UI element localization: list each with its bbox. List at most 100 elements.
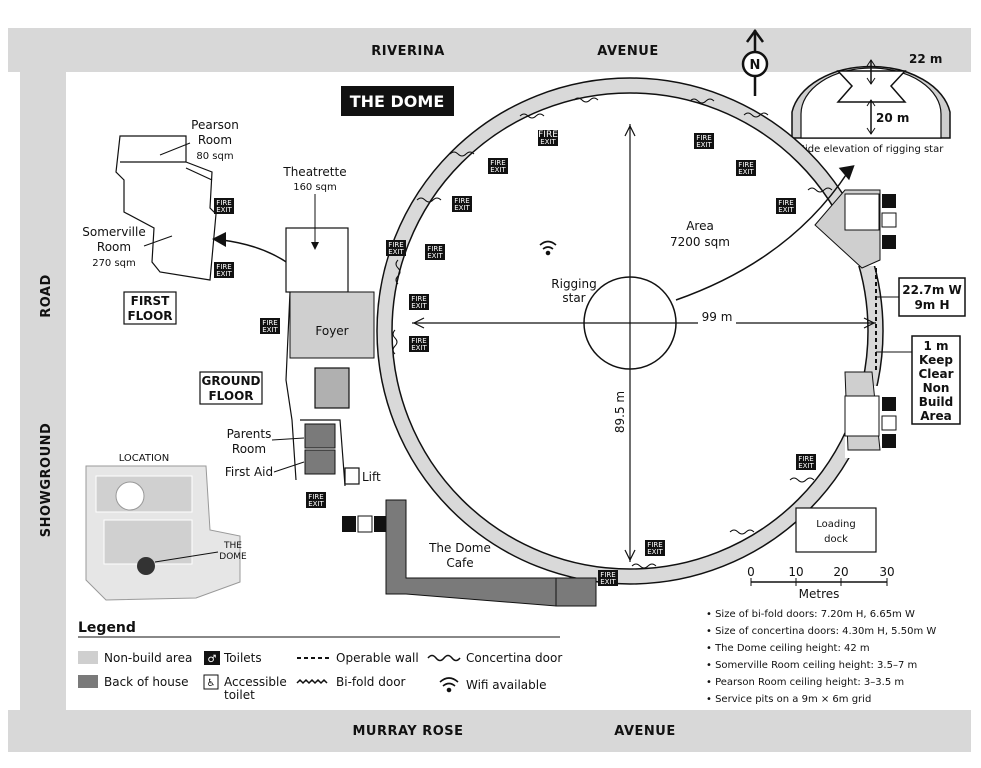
lift-label: Lift xyxy=(362,470,381,484)
svg-text:EXIT: EXIT xyxy=(308,500,324,508)
cafe-label-2: Cafe xyxy=(446,556,473,570)
pearson-room-label: Pearson xyxy=(191,118,239,132)
door-size-box xyxy=(898,277,966,317)
theatrette xyxy=(285,227,349,293)
note-1: • Size of bi-fold doors: 7.20m H, 6.65m … xyxy=(706,609,915,620)
parents-room-label: Parents xyxy=(227,427,272,441)
loading-dock-label-2: dock xyxy=(824,534,848,545)
rigging-inset-arrow xyxy=(675,171,849,301)
svg-text:EXIT: EXIT xyxy=(798,462,814,470)
svg-text:♂: ♂ xyxy=(208,654,217,665)
legend: Legend Non-build area Back of house ♂ To… xyxy=(78,620,562,702)
ground-floor-label-2: FLOOR xyxy=(208,389,253,403)
location-dome-marker xyxy=(137,557,155,575)
svg-text:EXIT: EXIT xyxy=(647,548,663,556)
toilets-legend-icon: ♂ xyxy=(204,651,220,665)
keep-clear-4: Non xyxy=(923,381,950,395)
road-label-road: ROAD xyxy=(39,274,54,318)
note-3: • The Dome ceiling height: 42 m xyxy=(706,643,870,654)
legend-operable-wall: Operable wall xyxy=(336,651,419,665)
note-6: • Service pits on a 9m × 6m grid xyxy=(706,694,871,705)
scale-tick-30: 30 xyxy=(879,565,894,579)
pearson-room-area: 80 sqm xyxy=(196,151,233,162)
bifold-door-legend-icon xyxy=(296,678,328,685)
back-of-house-store xyxy=(555,577,597,607)
lift xyxy=(344,467,360,485)
legend-back-of-house-swatch xyxy=(78,675,98,688)
svg-text:89.5 m: 89.5 m xyxy=(613,391,627,433)
svg-text:FIRE: FIRE xyxy=(798,455,813,463)
road-top xyxy=(8,28,971,72)
svg-text:EXIT: EXIT xyxy=(600,578,616,586)
note-2: • Size of concertina doors: 4.30m H, 5.5… xyxy=(706,626,936,637)
foyer-label: Foyer xyxy=(315,324,348,338)
svg-text:EXIT: EXIT xyxy=(388,248,404,256)
svg-text:EXIT: EXIT xyxy=(738,168,754,176)
foyer xyxy=(289,291,375,359)
first-floor-box xyxy=(123,291,177,325)
svg-text:EXIT: EXIT xyxy=(216,206,232,214)
svg-text:EXIT: EXIT xyxy=(411,302,427,310)
legend-back-of-house: Back of house xyxy=(104,675,189,689)
wifi-icon xyxy=(539,240,557,256)
svg-text:FIRE: FIRE xyxy=(778,199,793,207)
note-4: • Somerville Room ceiling height: 3.5–7 … xyxy=(706,660,917,671)
svg-text:FIRE: FIRE xyxy=(738,161,753,169)
pearson-room-label-2: Room xyxy=(198,133,232,147)
svg-text:FIRE: FIRE xyxy=(600,571,615,579)
rigging-bottom-dim: 20 m xyxy=(876,111,909,125)
legend-non-build-swatch xyxy=(78,651,98,664)
rigging-star-label: Rigging xyxy=(551,277,596,291)
keep-clear-box xyxy=(911,335,961,425)
svg-text:FIRE: FIRE xyxy=(216,199,231,207)
road-label-avenue-bottom: AVENUE xyxy=(614,724,675,739)
scale-tick-10: 10 xyxy=(788,565,803,579)
svg-text:N: N xyxy=(750,58,761,73)
scale-tick-0: 0 xyxy=(747,565,755,579)
svg-text:♿: ♿ xyxy=(207,678,216,689)
first-aid-label: First Aid xyxy=(225,465,273,479)
door-size-height: 9m H xyxy=(914,298,949,312)
scale-bar: 0 10 20 30 Metres xyxy=(747,565,894,601)
accessible-toilet-icon: ♿ xyxy=(203,674,219,690)
svg-text:EXIT: EXIT xyxy=(262,326,278,334)
scale-tick-20: 20 xyxy=(833,565,848,579)
concertina-door-legend-icon xyxy=(427,654,461,662)
keep-clear-2: Keep xyxy=(919,353,953,367)
keep-clear-1: 1 m xyxy=(923,339,948,353)
cafe-label: The Dome xyxy=(428,541,491,555)
road-label-avenue-top: AVENUE xyxy=(597,44,658,59)
road-label-riverina: RIVERINA xyxy=(371,44,445,59)
ground-floor-label: GROUND xyxy=(201,374,260,388)
theatrette-area: 160 sqm xyxy=(293,182,337,193)
road-corner xyxy=(8,28,66,72)
road-left xyxy=(20,72,66,710)
area-label: Area xyxy=(686,219,714,233)
wifi-legend-icon xyxy=(439,677,459,693)
svg-text:EXIT: EXIT xyxy=(427,252,443,260)
door-size-width: 22.7m W xyxy=(902,283,962,297)
somerville-room-area: 270 sqm xyxy=(92,258,136,269)
parents-room-label-2: Room xyxy=(232,442,266,456)
svg-text:EXIT: EXIT xyxy=(216,270,232,278)
road-label-murray-rose: MURRAY ROSE xyxy=(352,724,463,739)
scale-unit: Metres xyxy=(799,587,840,601)
first-floor-label: FIRST xyxy=(131,294,171,308)
notes-list: • Size of bi-fold doors: 7.20m H, 6.65m … xyxy=(706,609,936,705)
ground-floor-box xyxy=(199,371,263,405)
location-marker-label: THE xyxy=(223,541,242,551)
legend-accessible-2: toilet xyxy=(224,688,255,702)
svg-text:EXIT: EXIT xyxy=(540,138,556,146)
svg-text:FIRE: FIRE xyxy=(696,134,711,142)
